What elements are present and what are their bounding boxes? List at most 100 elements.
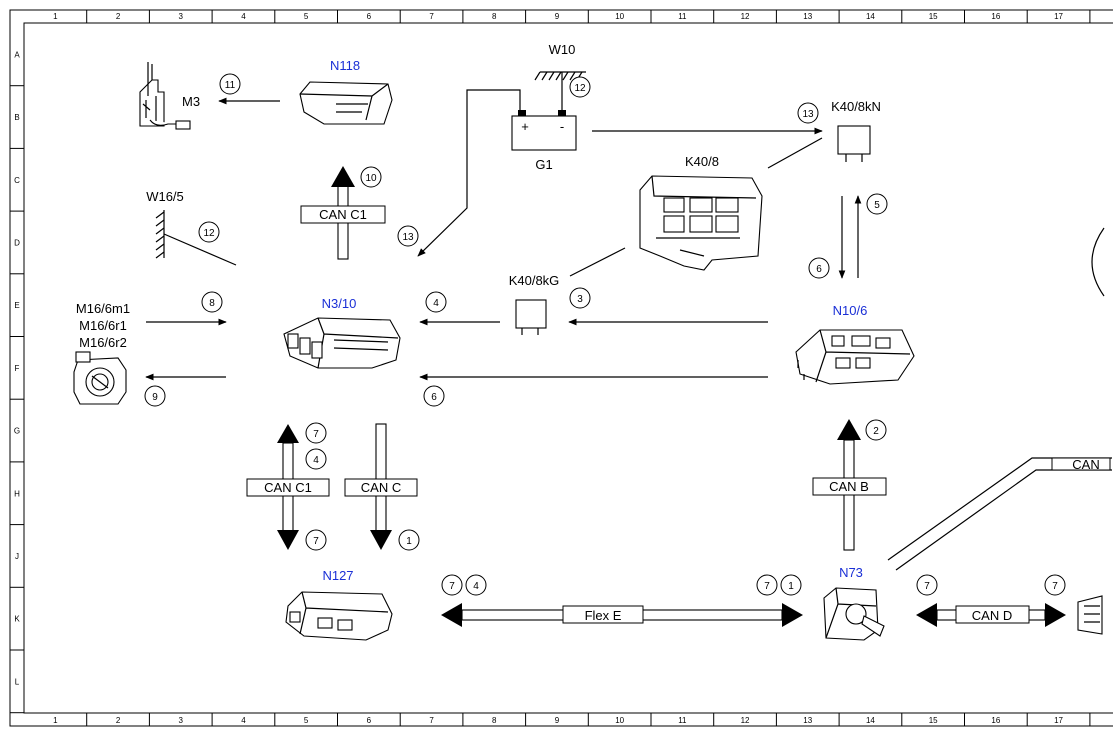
svg-text:9: 9	[152, 392, 158, 403]
line-k40-8-to-k40-8kg	[569, 247, 626, 277]
grid-row-label: D	[14, 238, 20, 247]
grid-row-label: E	[14, 301, 19, 310]
svg-text:12: 12	[203, 228, 215, 239]
grid-column-label-top: 16	[991, 12, 1000, 21]
callout-12-w10: 12	[569, 76, 591, 98]
callout-7-d: 7	[756, 574, 778, 596]
grid-row-label: K	[14, 615, 20, 624]
flex-e-label: Flex E	[585, 608, 622, 623]
svg-text:4: 4	[473, 581, 479, 592]
grid-column-label-top: 13	[803, 12, 812, 21]
grid-column-label-bottom: 7	[429, 716, 434, 725]
w16-5-label: W16/5	[146, 189, 184, 204]
m16-6r2-label: M16/6r2	[79, 335, 127, 350]
grid-row-label: B	[14, 113, 19, 122]
grid-column-label-top: 14	[866, 12, 875, 21]
callout-7-f: 7	[1044, 574, 1066, 596]
can-c1-bottom-arrow	[246, 424, 330, 550]
grid-column-label-bottom: 15	[929, 716, 938, 725]
svg-text:5: 5	[874, 200, 880, 211]
callout-7-b: 7	[305, 529, 327, 551]
g1-label: G1	[535, 157, 552, 172]
grid-column-label-top: 8	[492, 12, 497, 21]
grid-column-label-bottom: 6	[367, 716, 372, 725]
grid-column-label-top: 1	[53, 12, 58, 21]
callout-8: 8	[201, 291, 223, 313]
k40-8kn-relay	[837, 125, 871, 162]
grid-column-label-bottom: 12	[741, 716, 750, 725]
callout-4-left: 4	[305, 448, 327, 470]
grid-column-label-top: 2	[116, 12, 121, 21]
svg-text:12: 12	[574, 83, 586, 94]
grid-column-label-bottom: 17	[1054, 716, 1063, 725]
k40-8-fuse-relay-box	[639, 175, 763, 271]
diagram-inner-frame	[23, 22, 1113, 714]
grid-column-label-top: 4	[241, 12, 246, 21]
line-k40-8-to-k40-8kn	[767, 137, 823, 169]
svg-text:8: 8	[209, 298, 215, 309]
can-c1-top-label: CAN C1	[319, 207, 367, 222]
can-c-label: CAN C	[361, 480, 401, 495]
grid-column-label-bottom: 5	[304, 716, 309, 725]
svg-text:4: 4	[433, 298, 439, 309]
callout-9: 9	[144, 385, 166, 407]
grid-column-label-top: 12	[741, 12, 750, 21]
svg-text:3: 3	[577, 294, 583, 305]
can-right-label: CAN	[1072, 457, 1099, 472]
grid-column-label-top: 6	[367, 12, 372, 21]
svg-text:7: 7	[449, 581, 455, 592]
m3-fuel-pump	[139, 62, 191, 130]
grid-column-label-bottom: 1	[53, 716, 58, 725]
grid-column-label-top: 7	[429, 12, 434, 21]
k40-8kg-relay	[515, 299, 547, 335]
svg-text:6: 6	[431, 392, 437, 403]
can-d-arrow	[916, 603, 1066, 627]
svg-text:7: 7	[313, 429, 319, 440]
diagram-frame	[9, 9, 1113, 727]
callout-2: 2	[865, 419, 887, 441]
n127-label: N127	[322, 568, 353, 583]
callout-4-mid: 4	[425, 291, 447, 313]
grid-column-label-bottom: 8	[492, 716, 497, 725]
grid-column-label-bottom: 10	[615, 716, 624, 725]
grid-column-label-top: 17	[1054, 12, 1063, 21]
svg-text:7: 7	[764, 581, 770, 592]
callout-4-flex: 4	[465, 574, 487, 596]
grid-row-label: H	[14, 489, 20, 498]
battery-plus-terminal: +	[521, 119, 529, 134]
m16-6-throttle-actuator	[73, 351, 127, 405]
svg-text:13: 13	[402, 232, 414, 243]
line-g1-to-n3-10	[417, 89, 521, 257]
grid-row-label: C	[14, 176, 20, 185]
svg-text:1: 1	[788, 581, 794, 592]
callout-10: 10	[360, 166, 382, 188]
svg-text:10: 10	[365, 173, 377, 184]
n10-6-label: N10/6	[833, 303, 868, 318]
grid-column-label-top: 9	[555, 12, 560, 21]
svg-text:7: 7	[1052, 581, 1058, 592]
grid-column-label-bottom: 14	[866, 716, 875, 725]
callout-12-w16-5: 12	[198, 221, 220, 243]
grid-column-label-bottom: 11	[678, 716, 687, 725]
svg-text:4: 4	[313, 455, 319, 466]
can-c-arrow	[344, 423, 418, 550]
m16-6m1-label: M16/6m1	[76, 301, 130, 316]
callout-13-mid: 13	[397, 225, 419, 247]
grid-column-label-top: 15	[929, 12, 938, 21]
callout-7-c: 7	[441, 574, 463, 596]
callout-1-a: 1	[398, 529, 420, 551]
k40-8-label: K40/8	[685, 154, 719, 169]
grid-row-label: G	[14, 427, 20, 436]
w10-label: W10	[549, 42, 576, 57]
svg-text:7: 7	[313, 536, 319, 547]
grid-row-label: F	[15, 364, 20, 373]
grid-row-label: A	[14, 50, 20, 59]
can-c1-bottom-label: CAN C1	[264, 480, 312, 495]
grid-column-label-top: 10	[615, 12, 624, 21]
g1-battery	[511, 110, 577, 151]
callout-6-mid: 6	[423, 385, 445, 407]
grid-row-label: J	[15, 552, 19, 561]
callout-6-right: 6	[808, 257, 830, 279]
svg-text:6: 6	[816, 264, 822, 275]
